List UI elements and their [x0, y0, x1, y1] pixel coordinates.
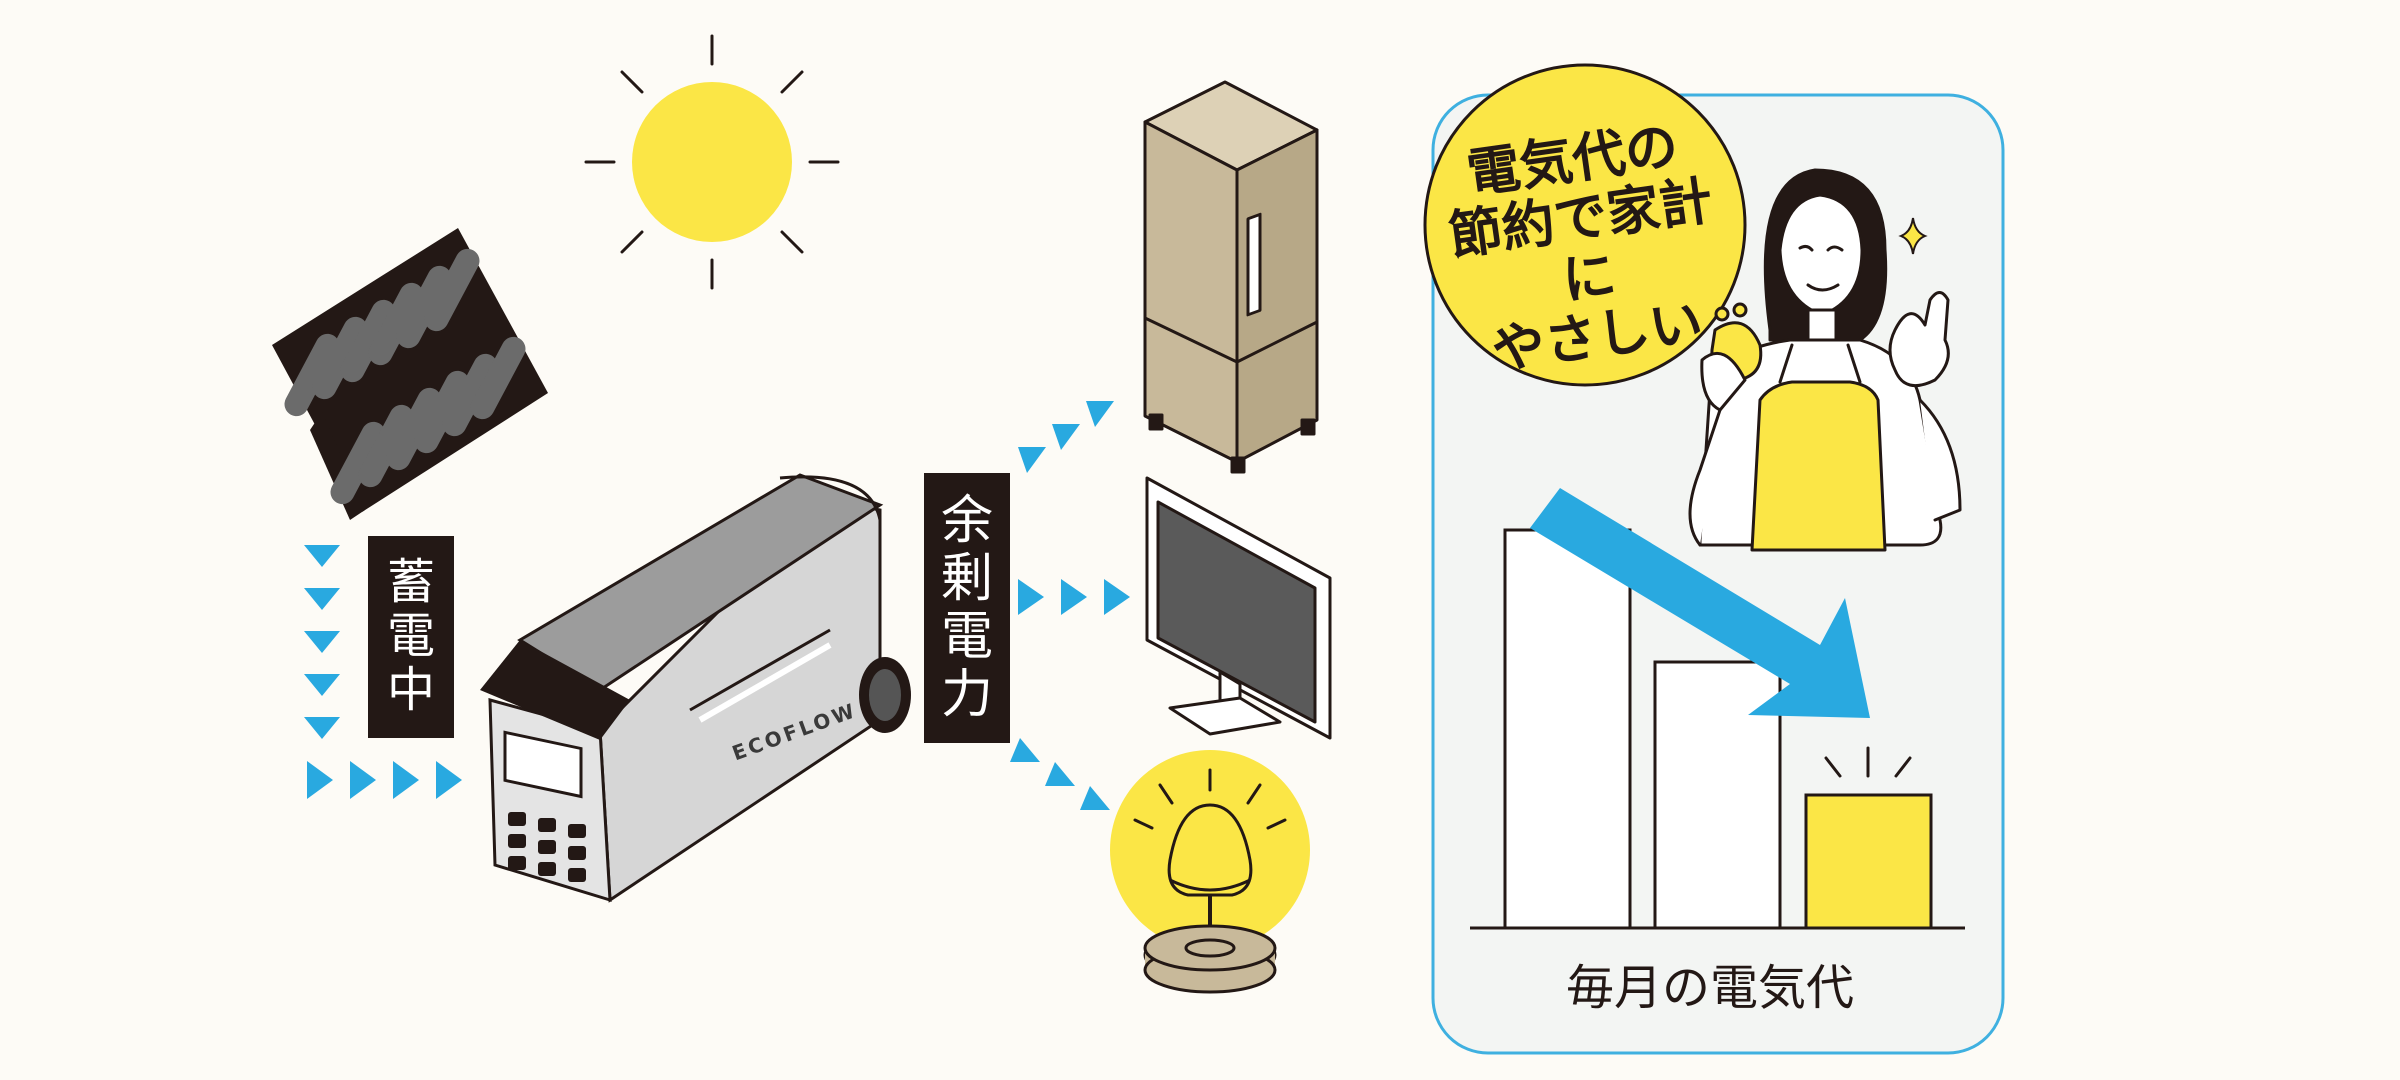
sparkle-icon: [1898, 217, 1928, 255]
charging-arrows-right: [307, 761, 462, 799]
woman-illustration: [1688, 168, 1962, 552]
monitor-icon: [1145, 476, 1332, 740]
sun-icon: [584, 34, 840, 290]
solar-panel-icon: [272, 228, 548, 520]
chart-caption: 毎月の電気代: [1565, 960, 1854, 1016]
power-station-icon: [480, 473, 911, 903]
speech-bubble: [1423, 63, 1747, 387]
surplus-arrows-down: [1010, 738, 1110, 810]
surplus-arrows-up: [1018, 401, 1114, 473]
surplus-arrows-right: [1018, 579, 1130, 615]
lamp-icon: [1110, 750, 1310, 994]
charging-arrows-down: [304, 545, 340, 739]
bar-chart: [1470, 528, 1965, 930]
refrigerator-icon: [1143, 80, 1319, 474]
bar-month-2: [1653, 660, 1782, 930]
label-surplus-power: 余 剰 電 力: [924, 473, 1010, 743]
bar-month-1: [1503, 528, 1632, 930]
label-charging: 蓄 電 中: [368, 536, 454, 738]
bar-month-3: [1804, 793, 1933, 930]
speech-bubble-text: 電気代の 節約で家計に やさしい: [1445, 115, 1717, 382]
decrease-arrow: [1530, 488, 1870, 718]
